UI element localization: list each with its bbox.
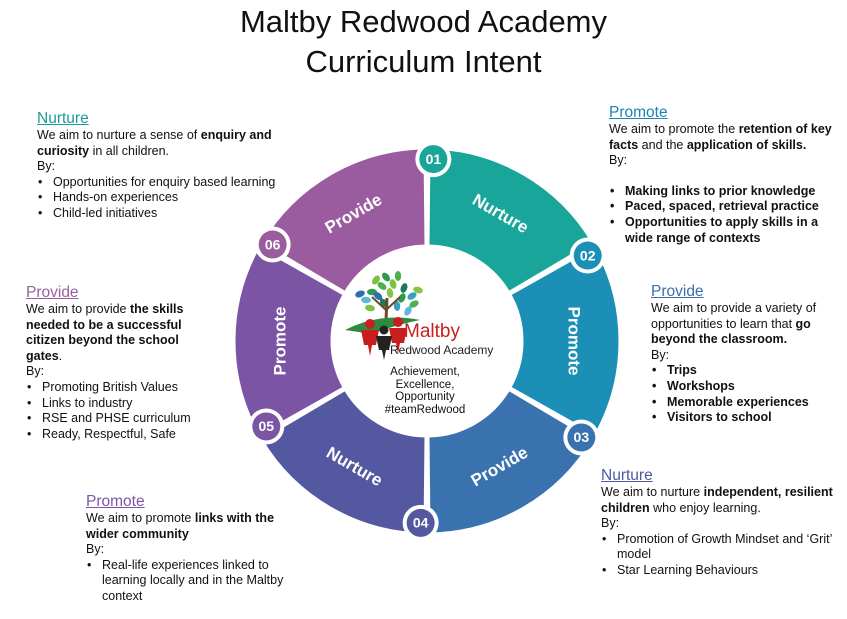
list-item: Star Learning Behaviours	[602, 563, 837, 579]
motto-line: #teamRedwood	[384, 403, 466, 416]
panel-text: We aim to promote links with the wider c…	[86, 511, 275, 541]
panel-text: We aim to nurture independent, resilient…	[601, 485, 833, 515]
panel-text: We aim to provide a variety of opportuni…	[651, 301, 817, 347]
number-badge	[567, 423, 596, 452]
leaf-dot	[377, 282, 387, 290]
number-badge	[573, 241, 602, 270]
leaf-dot	[400, 283, 408, 293]
number-badge-text: 05	[259, 418, 275, 434]
panel-list: Trips Workshops Memorable experiences Vi…	[651, 363, 841, 425]
number-badge-text: 06	[265, 236, 281, 252]
panel-promote-02: Promote We aim to promote the retention …	[609, 103, 837, 246]
leaf-dot	[413, 286, 423, 294]
leaf-dot	[361, 296, 371, 304]
panel-by: By:	[609, 153, 628, 168]
panel-by: By:	[601, 516, 620, 531]
logo-subtitle: Redwood Academy	[390, 343, 494, 357]
leaf-dot	[398, 293, 406, 303]
list-item: RSE and PHSE curriculum	[27, 411, 216, 427]
list-item: Trips	[652, 363, 841, 379]
list-item: Child-led initiatives	[38, 206, 297, 222]
panel-list: Real-life experiences linked to learning…	[86, 558, 286, 605]
leaf-dot	[404, 306, 412, 316]
leaf-dot	[372, 275, 380, 285]
panel-text: We aim to provide the skills needed to b…	[26, 302, 184, 363]
panel-list: Opportunities for enquiry based learning…	[37, 175, 297, 222]
leaf-dot	[365, 304, 375, 312]
number-badge	[406, 508, 435, 537]
list-item: Promoting British Values	[27, 380, 216, 396]
motto-line: Opportunity	[395, 391, 455, 403]
panel-by: By:	[37, 159, 56, 174]
number-badge-text: 02	[580, 247, 596, 263]
list-item: Visitors to school	[652, 410, 841, 426]
panel-list: Making links to prior knowledge Paced, s…	[609, 184, 837, 246]
panel-heading: Promote	[609, 104, 668, 121]
segment-label: Promote	[270, 307, 289, 376]
leaf-dot	[355, 290, 365, 298]
leaf-dot	[393, 301, 401, 311]
leaf-dot	[407, 292, 417, 300]
segment-label: Promote	[565, 307, 584, 376]
number-badge-text: 03	[574, 429, 590, 445]
number-badge	[419, 145, 448, 174]
number-badge-text: 01	[426, 151, 442, 167]
people-figures-icon	[361, 317, 407, 356]
panel-list: Promotion of Growth Mindset and ‘Grit’ m…	[601, 532, 837, 579]
panel-heading: Nurture	[37, 110, 89, 127]
list-item: Links to industry	[27, 396, 216, 412]
panel-heading: Provide	[651, 283, 704, 300]
logo-wordmark: Maltby	[404, 321, 460, 342]
list-item: Ready, Respectful, Safe	[27, 427, 216, 443]
academy-logo	[345, 271, 423, 360]
list-item: Hands-on experiences	[38, 190, 297, 206]
panel-text: We aim to promote the retention of key f…	[609, 122, 832, 152]
list-item: Workshops	[652, 379, 841, 395]
panel-heading: Promote	[86, 493, 145, 510]
list-item: Paced, spaced, retrieval practice	[610, 199, 837, 215]
panel-heading: Provide	[26, 284, 79, 301]
list-item: Promotion of Growth Mindset and ‘Grit’ m…	[602, 532, 837, 563]
panel-provide-right: Provide We aim to provide a variety of o…	[651, 282, 841, 426]
leaf-dot	[382, 272, 390, 282]
list-item: Real-life experiences linked to learning…	[87, 558, 286, 605]
panel-by: By:	[26, 364, 45, 379]
list-item: Opportunities to apply skills in a wide …	[610, 215, 837, 246]
leaf-dot	[409, 300, 419, 308]
motto-line: Achievement,	[390, 366, 460, 378]
leaf-dot	[373, 291, 383, 301]
list-item: Memorable experiences	[652, 395, 841, 411]
panel-heading: Nurture	[601, 467, 653, 484]
list-item: Making links to prior knowledge	[610, 184, 837, 200]
leaf-dot	[389, 279, 397, 289]
panel-by: By:	[651, 347, 670, 362]
number-badge-text: 04	[413, 515, 429, 531]
panel-nurture-01: Nurture We aim to nurture a sense of enq…	[37, 109, 297, 222]
diagram-title-line2: Curriculum Intent	[305, 44, 542, 79]
panel-by: By:	[86, 542, 105, 557]
panel-provide-left: Provide We aim to provide the skills nee…	[26, 283, 216, 442]
motto: Achievement, Excellence, Opportunity #te…	[360, 366, 490, 416]
leaf-dot	[386, 288, 394, 298]
panel-list: Promoting British Values Links to indust…	[26, 380, 216, 442]
list-item: Opportunities for enquiry based learning	[38, 175, 297, 191]
number-badge	[252, 412, 281, 441]
leaf-dot	[394, 271, 402, 281]
motto-line: Excellence,	[395, 378, 455, 391]
panel-nurture-bottom: Nurture We aim to nurture independent, r…	[601, 466, 837, 579]
panel-promote-bottom: Promote We aim to promote links with the…	[86, 492, 286, 605]
number-badge	[258, 230, 287, 259]
panel-text: We aim to nurture a sense of enquiry and…	[37, 128, 272, 158]
diagram-title-line1: Maltby Redwood Academy	[239, 4, 608, 39]
